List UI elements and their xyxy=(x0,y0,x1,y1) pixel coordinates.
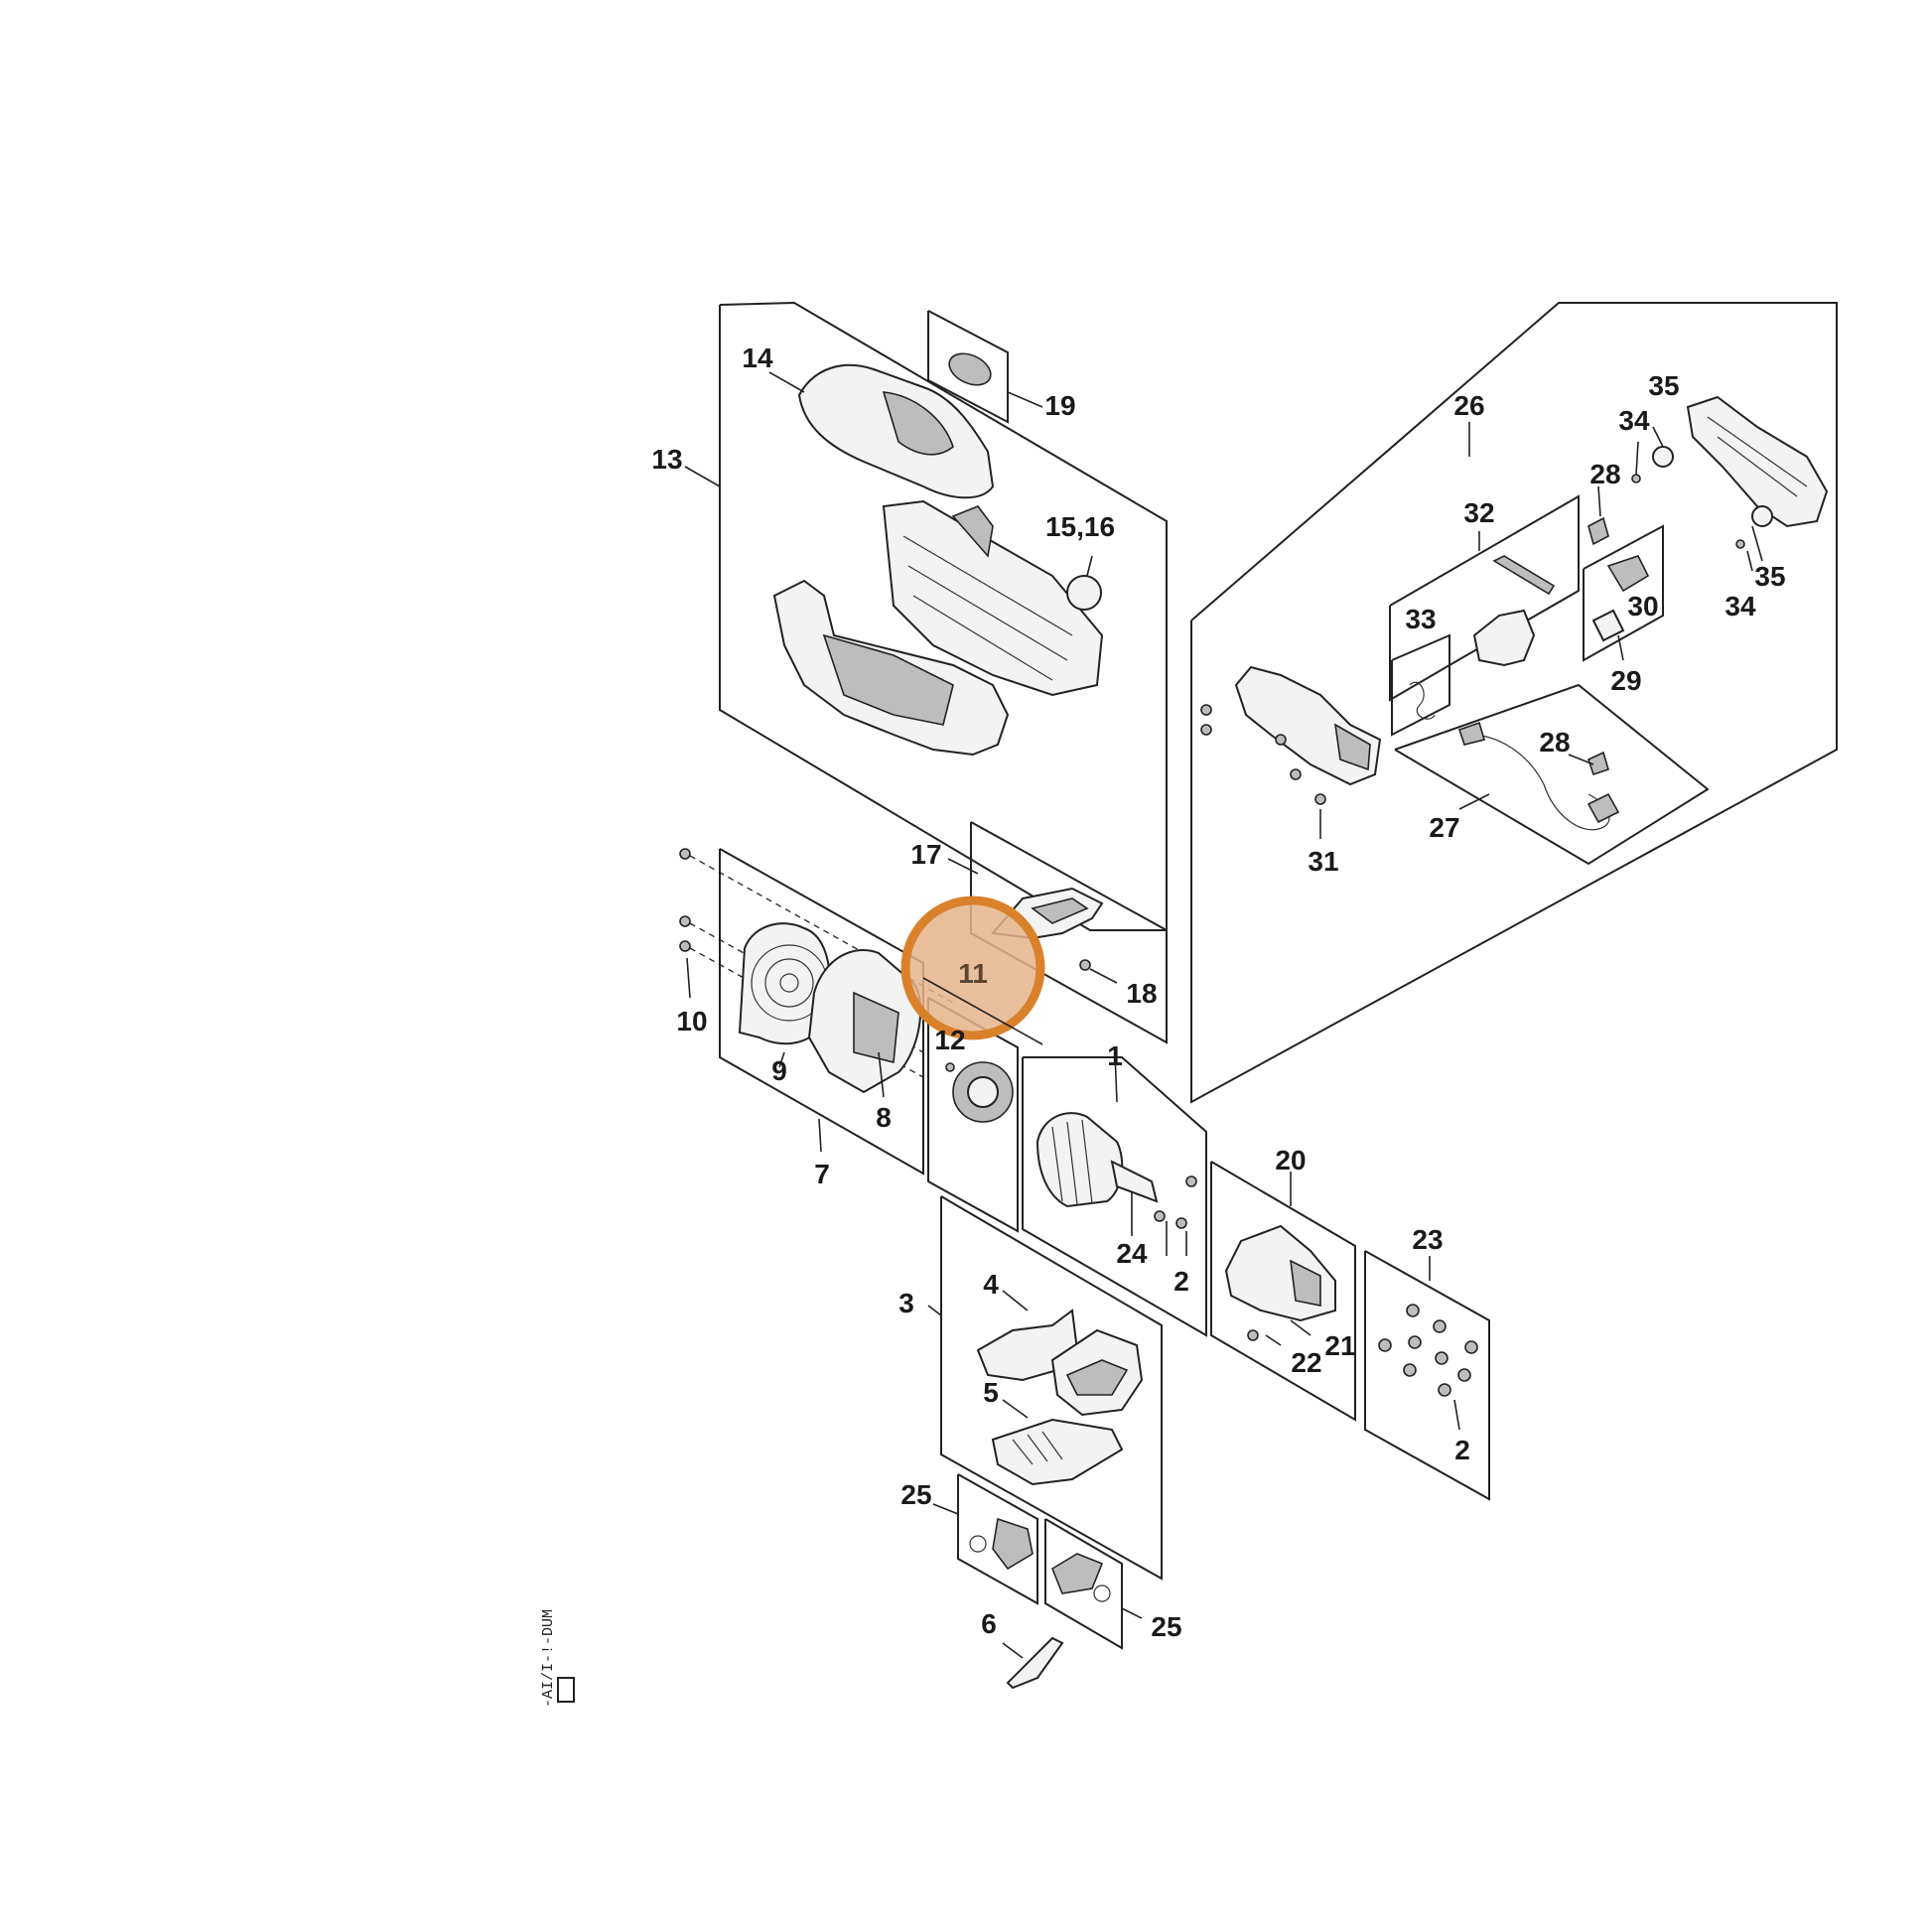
label-25a: 25 xyxy=(900,1479,931,1510)
part-15-16-gasket xyxy=(1066,555,1102,611)
label-34b: 34 xyxy=(1725,591,1756,621)
screw-h2[interactable] xyxy=(1200,724,1212,736)
screw-1b[interactable] xyxy=(1154,1210,1166,1222)
screws-10 xyxy=(679,848,691,999)
label-2a: 2 xyxy=(1173,1266,1189,1297)
screw-34b[interactable] xyxy=(1735,539,1745,549)
battery-latch-left[interactable] xyxy=(992,1517,1034,1571)
group-3-electronics xyxy=(927,1195,1163,1581)
fastener-set[interactable] xyxy=(1378,1304,1478,1397)
screw-h1[interactable] xyxy=(1200,704,1212,716)
label-25b: 25 xyxy=(1151,1611,1181,1642)
group-27-cable xyxy=(1394,683,1710,866)
group-20-gearbox xyxy=(1210,1161,1356,1422)
group-25-right xyxy=(1044,1518,1143,1650)
label-2b: 2 xyxy=(1454,1435,1470,1465)
screw-h5[interactable] xyxy=(1314,793,1326,805)
label-30: 30 xyxy=(1627,591,1658,621)
label-10: 10 xyxy=(676,1006,707,1036)
handle-screws xyxy=(1200,704,1326,805)
label-31: 31 xyxy=(1308,846,1338,877)
group-32-trigger xyxy=(1389,494,1580,702)
gearbox-housing[interactable] xyxy=(1224,1224,1336,1322)
group-19-cover xyxy=(927,310,1043,424)
label-33: 33 xyxy=(1405,604,1436,634)
label-19: 19 xyxy=(1044,390,1075,421)
label-34a: 34 xyxy=(1618,405,1650,436)
trigger-spring[interactable] xyxy=(1409,681,1436,720)
screw-22[interactable] xyxy=(1247,1329,1259,1341)
group-23-fasteners xyxy=(1364,1250,1490,1501)
screw-b[interactable] xyxy=(679,915,691,927)
screw-1c[interactable] xyxy=(1175,1217,1187,1229)
rear-handle-frame[interactable] xyxy=(1686,395,1829,528)
item-labels: 1 2 2 3 4 5 6 7 8 9 10 12 13 14 15,16 17… xyxy=(651,343,1785,1642)
side-code: -AI/I-!-DUM xyxy=(540,1609,575,1708)
label-24: 24 xyxy=(1116,1238,1148,1269)
ring-35a[interactable] xyxy=(1652,446,1674,468)
highlight-callout[interactable]: 11 xyxy=(900,896,1045,1045)
label-21: 21 xyxy=(1324,1330,1355,1361)
side-code-text: -AI/I-!-DUM xyxy=(540,1609,557,1708)
label-20: 20 xyxy=(1275,1145,1306,1175)
highlight-label: 11 xyxy=(958,958,988,989)
label-28a: 28 xyxy=(1589,459,1620,489)
group-26-handle xyxy=(1190,302,1838,1104)
screw-34a[interactable] xyxy=(1631,474,1641,483)
label-5: 5 xyxy=(983,1377,999,1408)
label-7: 7 xyxy=(814,1159,830,1189)
label-35a: 35 xyxy=(1648,370,1679,401)
trigger-rod[interactable] xyxy=(1492,555,1556,596)
trigger-lever[interactable] xyxy=(1472,609,1536,667)
part-6-clip xyxy=(1002,1636,1064,1690)
motor-shaft-24[interactable] xyxy=(1110,1160,1159,1203)
clip-28-lower[interactable] xyxy=(1587,751,1609,776)
label-14: 14 xyxy=(742,343,773,373)
battery-latch-right[interactable] xyxy=(1051,1553,1104,1594)
screw-a[interactable] xyxy=(679,848,691,860)
screw-18[interactable] xyxy=(1079,959,1091,971)
group-33-spring xyxy=(1391,633,1450,737)
cover-plate[interactable] xyxy=(944,347,996,391)
label-23: 23 xyxy=(1412,1224,1443,1255)
label-32: 32 xyxy=(1463,497,1494,528)
label-27: 27 xyxy=(1429,812,1459,843)
label-6: 6 xyxy=(981,1608,997,1639)
label-35b: 35 xyxy=(1754,561,1785,592)
gasket-disc[interactable] xyxy=(1066,575,1102,611)
group-13-housing xyxy=(684,301,1168,931)
group-1-motor xyxy=(1022,1051,1207,1337)
label-17: 17 xyxy=(910,839,941,870)
label-3: 3 xyxy=(898,1288,914,1318)
label-12: 12 xyxy=(934,1025,965,1055)
label-26: 26 xyxy=(1453,390,1484,421)
label-9: 9 xyxy=(771,1055,787,1086)
motor-armature[interactable] xyxy=(1035,1112,1124,1208)
group-25-left xyxy=(932,1473,1038,1605)
label-8: 8 xyxy=(876,1102,892,1133)
clip-28-upper[interactable] xyxy=(1587,516,1609,546)
label-28b: 28 xyxy=(1539,727,1570,758)
switch-body[interactable] xyxy=(1591,609,1625,642)
label-13: 13 xyxy=(651,444,682,475)
screw-1a[interactable] xyxy=(1185,1175,1197,1187)
label-29: 29 xyxy=(1610,665,1641,696)
label-4: 4 xyxy=(983,1269,999,1300)
label-22: 22 xyxy=(1291,1347,1321,1378)
switch-30[interactable] xyxy=(1606,555,1650,593)
group-7-blower xyxy=(679,848,954,1175)
label-1: 1 xyxy=(1107,1040,1123,1071)
label-15-16: 15,16 xyxy=(1045,511,1115,542)
group-29-switch xyxy=(1583,524,1664,662)
screw-c[interactable] xyxy=(679,940,691,952)
label-18: 18 xyxy=(1126,978,1157,1009)
screw-h4[interactable] xyxy=(1290,768,1302,780)
screw-h3[interactable] xyxy=(1275,734,1287,746)
highlight-circle xyxy=(900,896,1045,1040)
ring-35b[interactable] xyxy=(1751,505,1773,527)
spring-clip-6[interactable] xyxy=(1006,1636,1064,1690)
